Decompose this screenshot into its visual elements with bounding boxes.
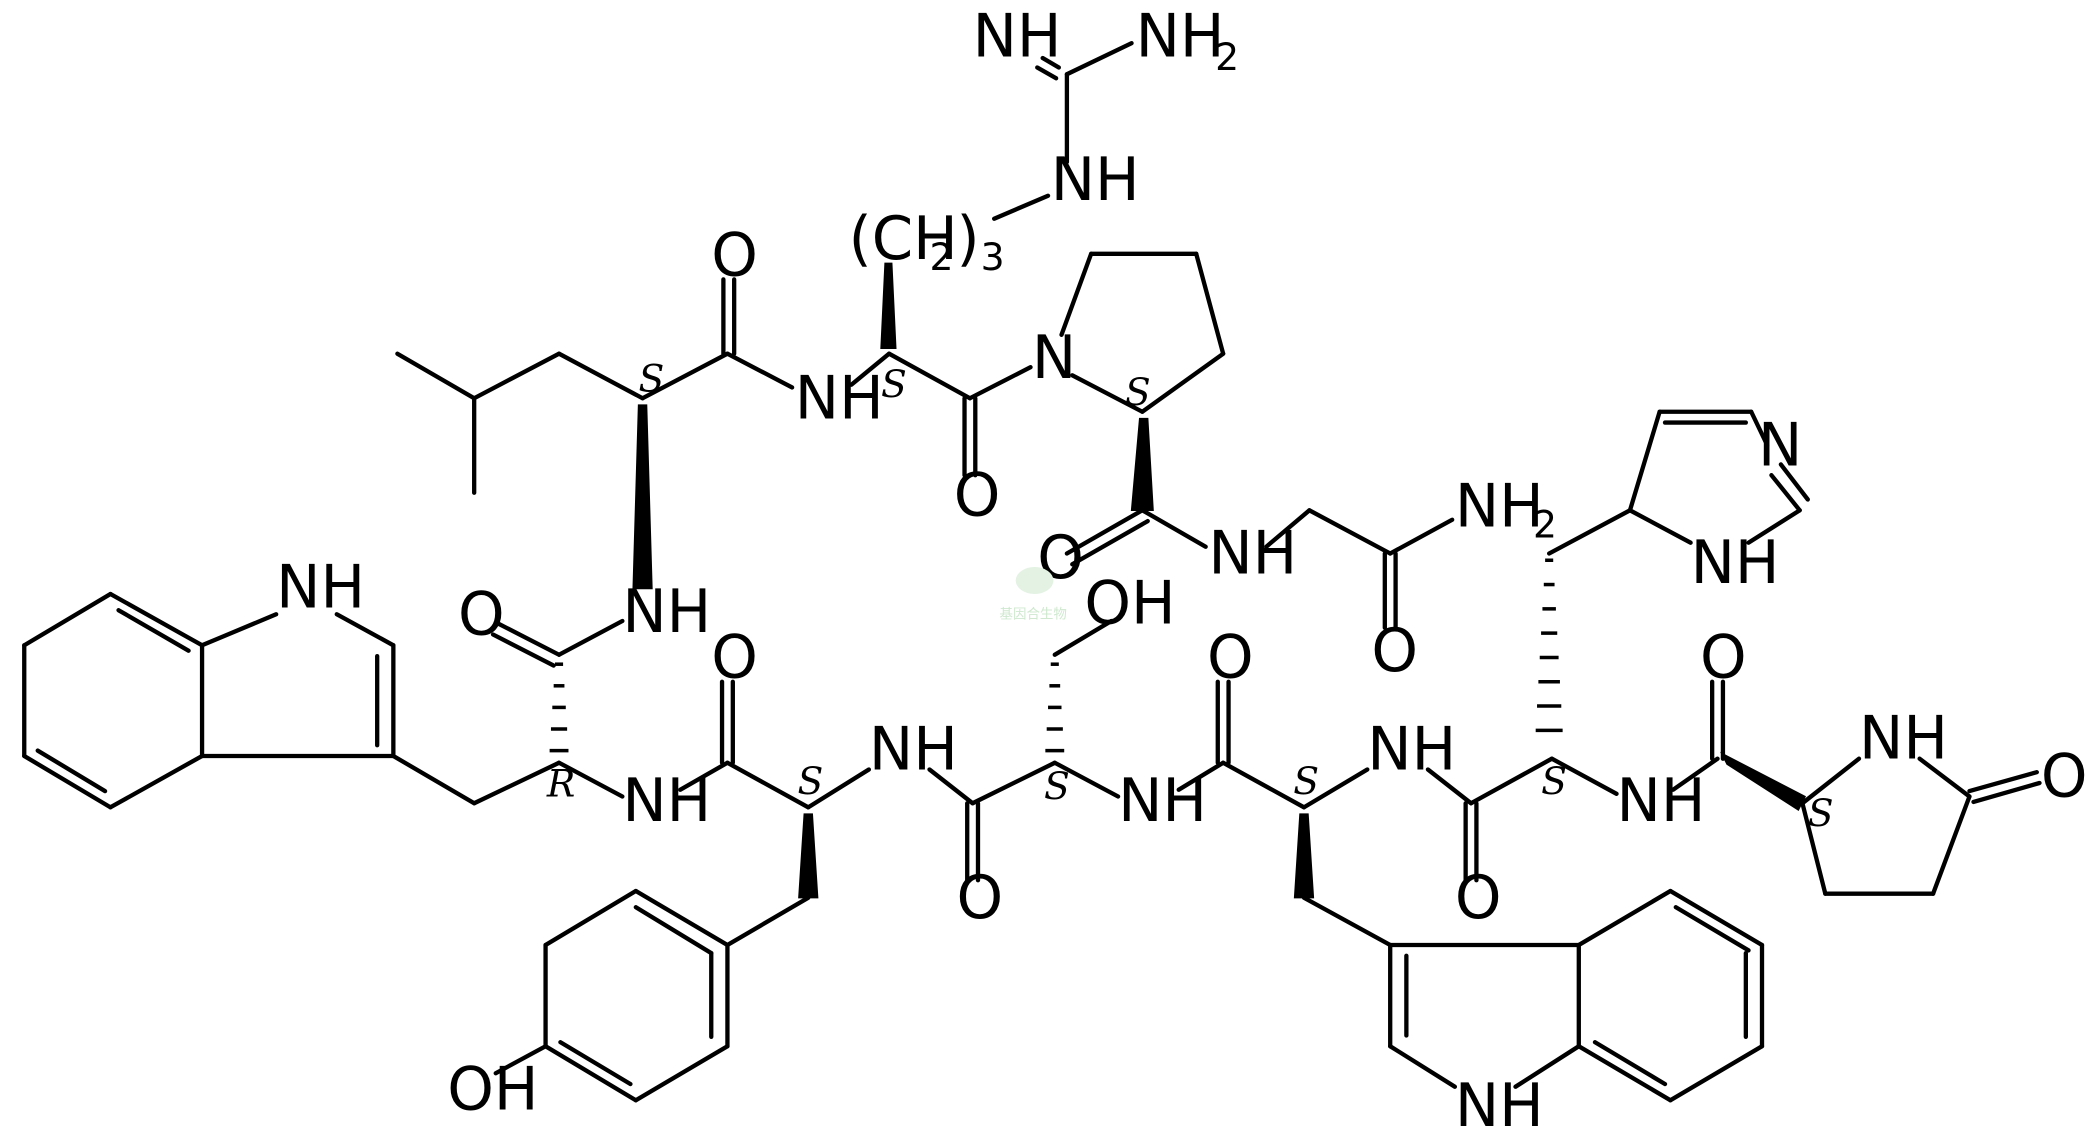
stereo-his: S [1541, 759, 1567, 803]
stereo-arg: S [881, 362, 907, 406]
tyr-oh-label: OH [447, 1055, 538, 1124]
amide-o: O [1371, 616, 1418, 685]
leu-carbonyl-o: O [711, 220, 758, 289]
hashed-bonds [549, 558, 1563, 753]
stereo-labels: S S S R S S S S S [546, 356, 1834, 835]
pro-n-label: N [1032, 323, 1076, 392]
ch2-close-paren: ) [956, 204, 979, 273]
his-ring-nh: NH [1691, 528, 1780, 597]
pglu-ring-o: O [2041, 741, 2088, 810]
trp2-carbonyl-o: O [1207, 623, 1254, 692]
guanidine-nh-label: NH [1051, 145, 1140, 214]
guanidine-amine-subscript: 2 [1215, 35, 1239, 79]
ch2-subscript: 2 [929, 235, 953, 279]
pglu-carbonyl-o: O [1700, 623, 1747, 692]
watermark-text: 基因合生物 [1000, 605, 1067, 622]
tyr-carbonyl-o: O [711, 623, 758, 692]
gly-nh-label: NH [1208, 519, 1297, 588]
tyr-nh-label: NH [869, 714, 958, 783]
stereo-ser: S [1044, 764, 1070, 808]
his-ring-n: N [1758, 411, 1802, 480]
stereo-trp2: S [1293, 759, 1319, 803]
guanidine-amine-label: NH [1136, 2, 1225, 71]
arg-carbonyl-o: O [954, 461, 1001, 530]
his-carbonyl-o: O [1455, 863, 1502, 932]
stereo-tyr: S [797, 759, 823, 803]
stereo-leu: S [639, 356, 665, 400]
bonds [22, 41, 2042, 1103]
his-nh-label: NH [1617, 766, 1706, 835]
stereo-pro: S [1125, 370, 1151, 414]
stereo-trp1: R [546, 761, 575, 805]
trp1-hash-bond [549, 662, 569, 753]
amide-nh2-label: NH [1455, 471, 1544, 540]
ch2-group-label: (CH [849, 204, 958, 273]
ser-carbonyl-o: O [956, 863, 1003, 932]
watermark-logo: 基因合生物 [1000, 567, 1067, 622]
ch2-count-subscript: 3 [981, 235, 1005, 279]
trp2-nh-label: NH [1367, 714, 1456, 783]
pglu-nh-label: NH [1859, 704, 1948, 773]
amide-nh2-subscript: 2 [1533, 502, 1557, 546]
arg-nh-label: NH [795, 363, 884, 432]
his-hash-bond [1535, 558, 1563, 733]
trp2-ring-nh: NH [1455, 1071, 1544, 1134]
trp1-ring-nh: NH [276, 552, 365, 621]
ser-nh-label: NH [1118, 766, 1207, 835]
stereo-pglu: S [1808, 791, 1834, 835]
guanidine-imine-label: NH [973, 2, 1062, 71]
ser-hash-bond [1045, 662, 1065, 753]
atom-labels: NH NH 2 NH (CH 2 ) 3 O NH O N O NH NH 2 … [276, 2, 2087, 1134]
leu-nh-label: NH [622, 577, 711, 646]
trp1-carbonyl-o: O [458, 579, 505, 648]
watermark-leaf-icon [1015, 567, 1054, 594]
trp1-alpha-nh: NH [622, 766, 711, 835]
ser-oh-label: OH [1084, 569, 1175, 638]
